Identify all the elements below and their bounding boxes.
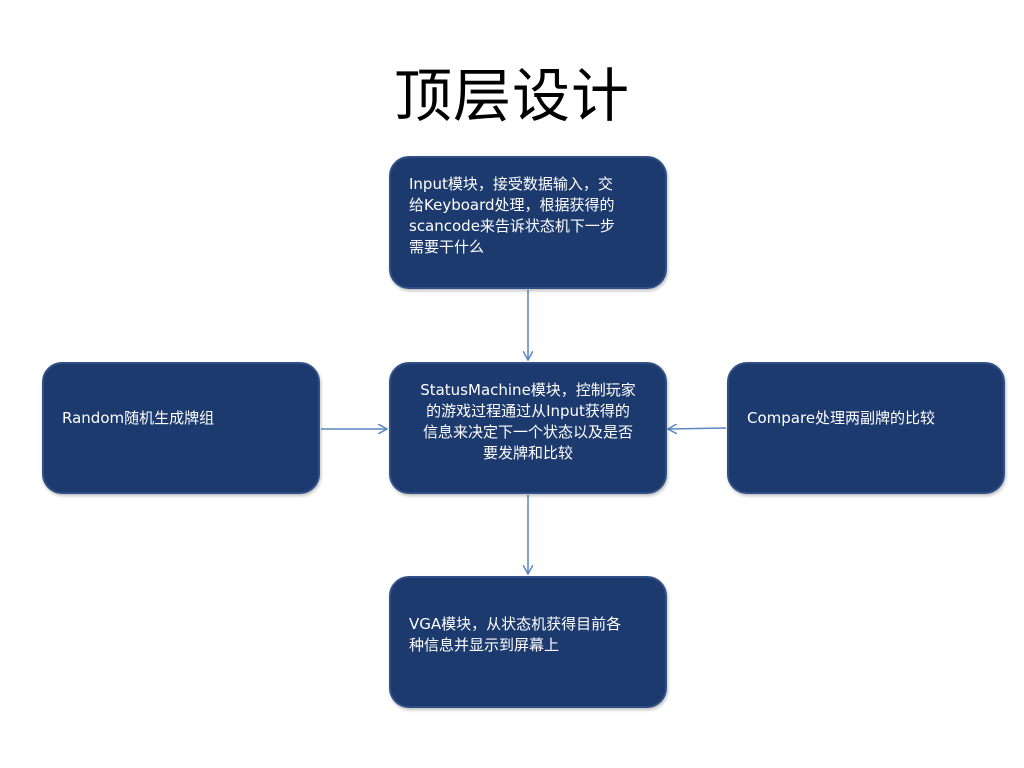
node-status-machine-module: StatusMachine模块，控制玩家 的游戏过程通过从Input获得的 信息… [389,362,667,494]
node-status-machine-label: StatusMachine模块，控制玩家 的游戏过程通过从Input获得的 信息… [420,381,636,462]
node-random-module: Random随机生成牌组 [42,362,320,494]
slide-title: 顶层设计 [393,62,630,130]
node-random-label: Random随机生成牌组 [62,409,215,427]
node-vga-module: VGA模块，从状态机获得目前各 种信息并显示到屏幕上 [389,576,667,708]
node-compare-label: Compare处理两副牌的比较 [747,409,936,427]
node-input-module: Input模块，接受数据输入，交 给Keyboard处理，根据获得的 scanc… [389,156,667,289]
node-input-label: Input模块，接受数据输入，交 给Keyboard处理，根据获得的 scanc… [409,175,615,256]
node-compare-module: Compare处理两副牌的比较 [727,362,1005,494]
edge-compare-to-status [668,428,727,429]
node-vga-label: VGA模块，从状态机获得目前各 种信息并显示到屏幕上 [409,615,622,654]
